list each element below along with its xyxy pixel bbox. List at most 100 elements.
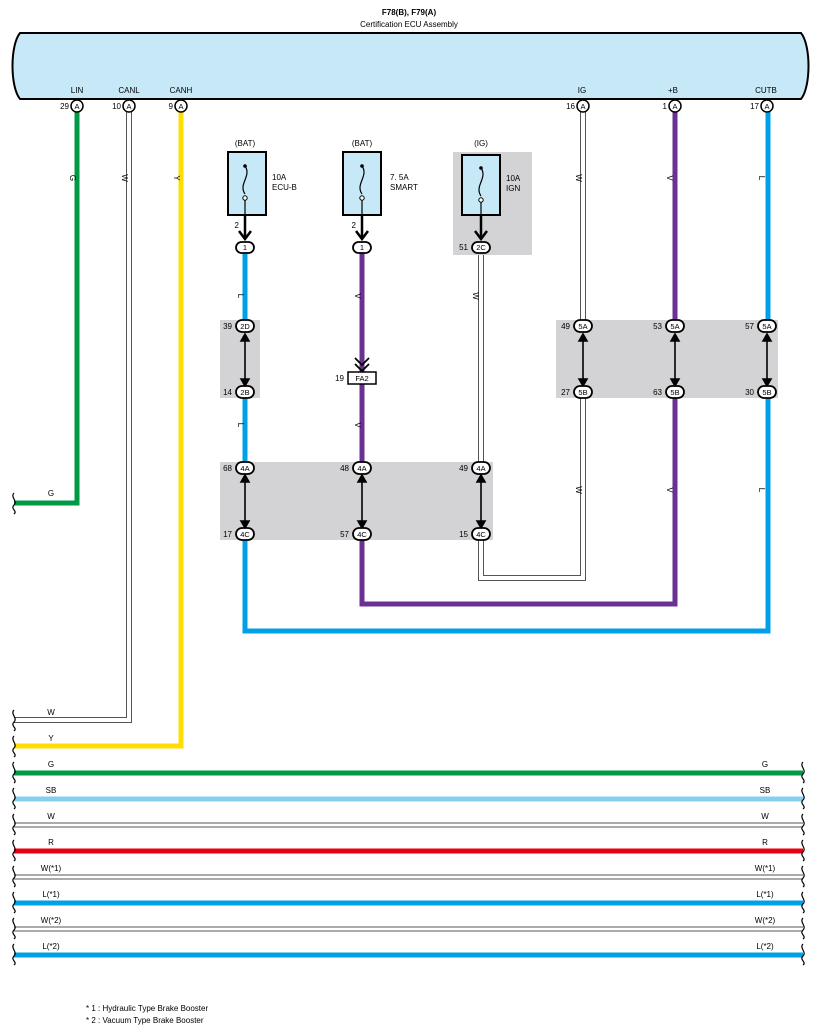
junction-block-4 [220, 462, 493, 540]
svg-text:4C: 4C [357, 530, 367, 539]
wire-w-canl-outline [14, 112, 132, 723]
svg-text:G: G [48, 760, 54, 769]
svg-text:2D: 2D [240, 322, 250, 331]
svg-text:29: 29 [60, 102, 69, 111]
svg-text:(BAT): (BAT) [352, 139, 373, 148]
svg-text:14: 14 [223, 388, 232, 397]
svg-text:W: W [47, 812, 55, 821]
svg-text:Y: Y [172, 175, 181, 181]
svg-text:SB: SB [46, 786, 57, 795]
svg-text:W: W [47, 708, 55, 717]
svg-text:48: 48 [340, 464, 349, 473]
svg-text:1: 1 [243, 243, 247, 252]
svg-text:9: 9 [169, 102, 174, 111]
svg-text:W: W [574, 486, 583, 494]
svg-text:5B: 5B [670, 388, 679, 397]
wire-y-canh [14, 112, 184, 749]
svg-text:W(*1): W(*1) [41, 864, 62, 873]
svg-text:G: G [68, 175, 77, 181]
svg-text:V: V [665, 487, 674, 493]
svg-text:51: 51 [459, 243, 468, 252]
svg-text:L: L [757, 488, 766, 493]
svg-text:W: W [471, 292, 480, 300]
svg-text:(BAT): (BAT) [235, 139, 256, 148]
svg-text:4C: 4C [240, 530, 250, 539]
svg-text:A: A [672, 102, 677, 111]
svg-text:2: 2 [352, 221, 357, 230]
connector-ovals: 1 1 2C 51 2D 39 2B 14 FA2 19 5A 49 5B 27… [223, 241, 777, 541]
svg-text:L: L [236, 294, 245, 299]
svg-text:5A: 5A [670, 322, 679, 331]
svg-text:4A: 4A [357, 464, 366, 473]
svg-text:1: 1 [663, 102, 668, 111]
svg-text:L(*2): L(*2) [42, 942, 60, 951]
svg-text:L(*2): L(*2) [756, 942, 774, 951]
svg-text:49: 49 [561, 322, 570, 331]
svg-text:L: L [757, 176, 766, 181]
fuse-ign: (IG) 10A IGN [461, 139, 521, 242]
svg-text:30: 30 [745, 388, 754, 397]
svg-text:57: 57 [745, 322, 754, 331]
svg-text:G: G [48, 489, 54, 498]
svg-text:2B: 2B [240, 388, 249, 397]
svg-text:4C: 4C [476, 530, 486, 539]
footnote-2: * 2 : Vacuum Type Brake Booster [86, 1016, 204, 1025]
svg-text:V: V [353, 293, 362, 299]
svg-text:V: V [665, 175, 674, 181]
svg-text:R: R [762, 838, 768, 847]
svg-text:2: 2 [235, 221, 240, 230]
svg-text:5A: 5A [762, 322, 771, 331]
svg-text:A: A [126, 102, 131, 111]
svg-text:5B: 5B [578, 388, 587, 397]
svg-text:19: 19 [335, 374, 344, 383]
svg-text:W: W [120, 174, 129, 182]
svg-text:SMART: SMART [390, 183, 418, 192]
pin-name-lin: LIN [71, 86, 84, 95]
junction-links [239, 332, 773, 530]
pin-name-plus-b: +B [668, 86, 678, 95]
wire-w-canl [14, 112, 131, 722]
svg-text:ECU-B: ECU-B [272, 183, 297, 192]
bus-lines: W Y G G SB SB W W R R W(*1) W(*1) L(*1) … [12, 708, 805, 966]
svg-text:SB: SB [760, 786, 771, 795]
svg-text:W(*2): W(*2) [755, 916, 776, 925]
svg-text:49: 49 [459, 464, 468, 473]
svg-text:2C: 2C [476, 243, 486, 252]
svg-text:63: 63 [653, 388, 662, 397]
svg-text:(IG): (IG) [474, 139, 488, 148]
svg-text:A: A [764, 102, 769, 111]
svg-text:17: 17 [223, 530, 232, 539]
svg-text:L: L [236, 423, 245, 428]
svg-text:L(*1): L(*1) [42, 890, 60, 899]
svg-text:10: 10 [112, 102, 121, 111]
svg-text:4A: 4A [476, 464, 485, 473]
fuse-smart: (BAT) 7. 5A SMART 2 [342, 139, 418, 242]
svg-text:G: G [762, 760, 768, 769]
svg-text:1: 1 [360, 243, 364, 252]
svg-text:IGN: IGN [506, 184, 520, 193]
wire-color-labels: G W Y L V W W V L L V W V L G [48, 174, 766, 498]
svg-text:7. 5A: 7. 5A [390, 173, 409, 182]
svg-text:5B: 5B [762, 388, 771, 397]
pin-name-cutb: CUTB [755, 86, 777, 95]
svg-text:15: 15 [459, 530, 468, 539]
junction-block-5 [556, 320, 778, 398]
svg-text:A: A [580, 102, 585, 111]
pin-name-canl: CANL [118, 86, 140, 95]
svg-text:A: A [74, 102, 79, 111]
svg-text:FA2: FA2 [355, 374, 368, 383]
svg-text:53: 53 [653, 322, 662, 331]
fuse-ecu-b: (BAT) 10A ECU-B 2 [227, 139, 297, 242]
ecu-assembly-body [11, 32, 810, 100]
svg-text:W(*2): W(*2) [41, 916, 62, 925]
component-name: Certification ECU Assembly [360, 20, 458, 29]
svg-text:39: 39 [223, 322, 232, 331]
svg-text:W: W [761, 812, 769, 821]
svg-text:V: V [353, 422, 362, 428]
wire-g-lin [14, 112, 80, 506]
svg-text:4A: 4A [240, 464, 249, 473]
junction-block-2 [220, 320, 260, 398]
svg-text:R: R [48, 838, 54, 847]
ecu-pin-connectors: A 29 A 10 A 9 A 16 A 1 A 17 [60, 99, 774, 113]
svg-text:68: 68 [223, 464, 232, 473]
